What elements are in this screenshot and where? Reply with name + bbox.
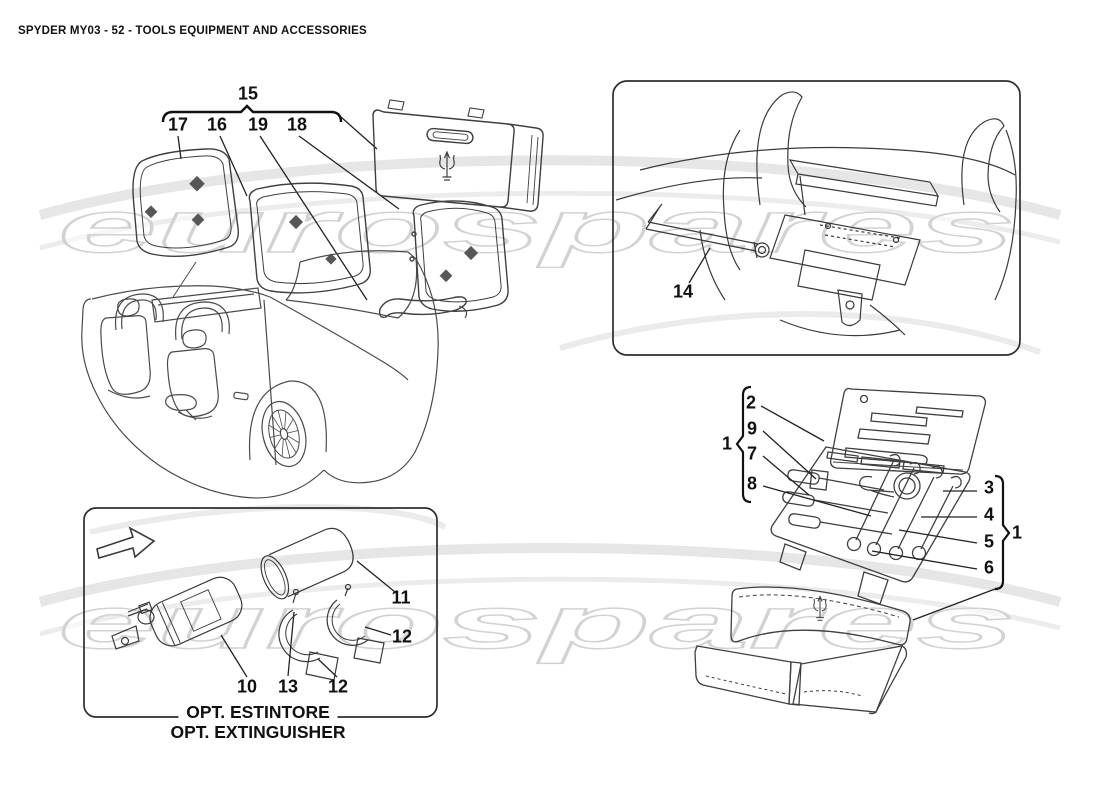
callout-4: 4 xyxy=(983,504,995,525)
wind-deflector-panel-right xyxy=(409,200,509,312)
callout-7: 7 xyxy=(746,443,758,464)
extinguisher-caption-line1: OPT. ESTINTORE xyxy=(178,702,338,722)
callout-2: 2 xyxy=(745,392,757,413)
callout-12a: 12 xyxy=(327,676,349,697)
wrench-leader-line xyxy=(688,247,711,284)
callout-6: 6 xyxy=(983,557,995,578)
windstop-leader-lines xyxy=(177,116,400,301)
callout-16: 16 xyxy=(206,114,228,135)
extinguisher-leader-lines xyxy=(220,560,396,678)
callout-17: 17 xyxy=(167,114,189,135)
callout-8: 8 xyxy=(746,473,758,494)
callout-11: 11 xyxy=(391,587,411,608)
callout-15: 15 xyxy=(237,83,259,104)
toolkit-sketch xyxy=(735,385,1011,621)
wind-deflector-panel-center xyxy=(248,182,371,294)
extinguisher-clamps xyxy=(278,583,385,681)
extinguisher-caption: OPT. ESTINTORE OPT. EXTINGUISHER xyxy=(162,702,354,742)
callout-10: 10 xyxy=(236,676,258,697)
toolkit-leader-lines xyxy=(760,405,996,621)
watermark-text-bottom: eurospares xyxy=(58,581,1015,664)
callout-3: 3 xyxy=(983,477,995,498)
direction-arrow-icon xyxy=(96,526,156,560)
extinguisher-cylinder xyxy=(149,576,243,647)
callout-13: 13 xyxy=(277,676,299,697)
callout-1-left: 1 xyxy=(721,433,733,454)
callout-1-right: 1 xyxy=(1011,522,1023,543)
callout-5: 5 xyxy=(983,531,995,552)
callout-19: 19 xyxy=(247,114,269,135)
extinguisher-caption-line2: OPT. EXTINGUISHER xyxy=(162,722,354,742)
pouch-trident-icon xyxy=(813,595,827,621)
tool-pouch-sketch xyxy=(694,586,911,715)
interior-box xyxy=(612,80,1021,356)
extinguisher-cover xyxy=(260,527,354,600)
windstop-case xyxy=(372,99,544,212)
callout-18: 18 xyxy=(286,114,308,135)
maserati-trident-icon xyxy=(439,150,455,181)
watermark-layer: eurospares eurospares xyxy=(38,155,1062,665)
windstop-group xyxy=(132,99,544,319)
page-title: SPYDER MY03 - 52 - TOOLS EQUIPMENT AND A… xyxy=(18,25,367,37)
extinguisher-valve xyxy=(111,601,155,650)
callout-9: 9 xyxy=(746,418,758,439)
wind-deflector-panel-left xyxy=(132,148,239,258)
callout-12b: 12 xyxy=(391,626,413,647)
windstop-seal-strip xyxy=(378,296,468,319)
watermark-text-top: eurospares xyxy=(58,185,1015,268)
wheel-wrench xyxy=(645,203,770,259)
car-wheel xyxy=(261,400,307,468)
car-sketch xyxy=(81,250,439,499)
callout-14: 14 xyxy=(672,281,694,302)
